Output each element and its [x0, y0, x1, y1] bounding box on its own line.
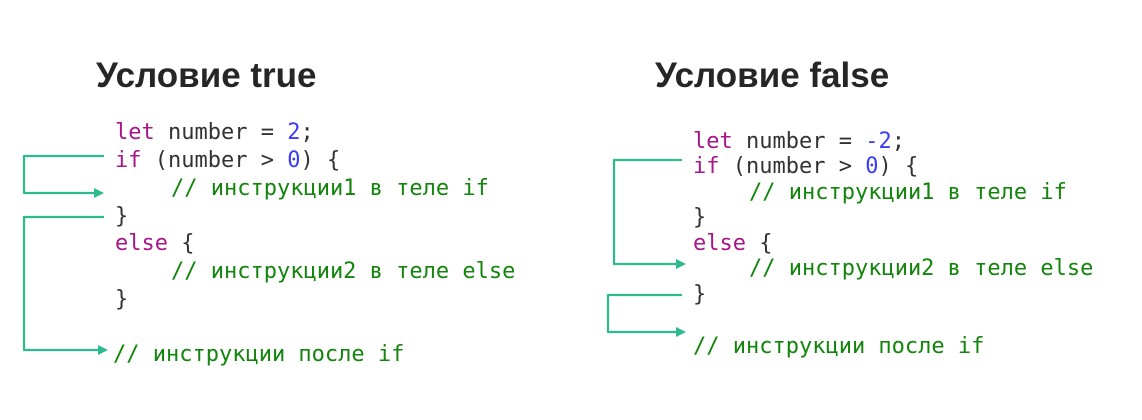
- code-line-else: else {: [115, 231, 194, 257]
- code-comment: // инструкции после if: [113, 342, 405, 367]
- arrow-if-to-body: [22, 154, 104, 195]
- code-text: number =: [732, 129, 866, 154]
- code-line-after-if: // инструкции после if: [113, 342, 404, 368]
- code-line-if: if (number > 0) {: [693, 154, 918, 180]
- code-text: number =: [154, 120, 288, 145]
- keyword: let: [115, 120, 155, 145]
- arrowhead-icon: [676, 259, 686, 269]
- keyword: if: [693, 154, 720, 179]
- arrow-lines: [22, 154, 682, 352]
- arrow-heads: [94, 188, 686, 355]
- code-comment: // инструкции1 в теле if: [749, 180, 1067, 205]
- code-comment: // инструкции1 в теле if: [171, 176, 489, 201]
- code-text: }: [115, 287, 129, 312]
- code-line-after-if: // инструкции после if: [693, 334, 984, 360]
- code-text: ;: [300, 120, 314, 145]
- code-comment: // инструкции после if: [693, 334, 985, 359]
- code-line-let: let number = 2;: [115, 120, 314, 146]
- code-line-close-brace: }: [693, 282, 706, 308]
- code-text: }: [115, 204, 129, 229]
- code-comment: // инструкции2 в теле else: [749, 256, 1094, 281]
- code-text: {: [167, 231, 195, 256]
- keyword: let: [693, 129, 733, 154]
- code-line-if-body: // инструкции1 в теле if: [749, 180, 1067, 206]
- code-line-close-brace: }: [115, 287, 128, 313]
- number-literal: 0: [287, 148, 301, 173]
- arrowhead-icon: [94, 188, 104, 198]
- code-line-else-body: // инструкции2 в теле else: [749, 256, 1093, 282]
- arrowhead-icon: [98, 345, 108, 355]
- code-line-else: else {: [693, 231, 772, 257]
- code-line-close-brace: }: [115, 204, 128, 230]
- code-text: }: [693, 205, 707, 230]
- code-line-if: if (number > 0) {: [115, 148, 340, 174]
- code-text: (number >: [719, 154, 866, 179]
- keyword: else: [115, 231, 168, 256]
- code-text: }: [693, 282, 707, 307]
- keyword: if: [115, 148, 142, 173]
- code-line-close-brace: }: [693, 205, 706, 231]
- number-literal: -2: [865, 129, 892, 154]
- arrow-skip-else: [22, 215, 104, 352]
- code-text: ) {: [300, 148, 341, 173]
- arrowhead-icon: [676, 327, 686, 337]
- number-literal: 0: [865, 154, 879, 179]
- panel-title: Условие true: [96, 56, 317, 95]
- arrow-else-to-after: [606, 293, 682, 334]
- code-line-else-body: // инструкции2 в теле else: [171, 259, 515, 285]
- number-literal: 2: [287, 120, 301, 145]
- code-comment: // инструкции2 в теле else: [171, 259, 516, 284]
- code-line-let: let number = -2;: [693, 129, 905, 155]
- arrow-if-to-else-body: [612, 158, 682, 266]
- code-text: ;: [891, 129, 905, 154]
- panel-title: Условие false: [655, 56, 890, 95]
- code-text: ) {: [878, 154, 919, 179]
- code-line-if-body: // инструкции1 в теле if: [171, 176, 489, 202]
- code-text: (number >: [141, 148, 288, 173]
- keyword: else: [693, 231, 746, 256]
- code-text: {: [745, 231, 773, 256]
